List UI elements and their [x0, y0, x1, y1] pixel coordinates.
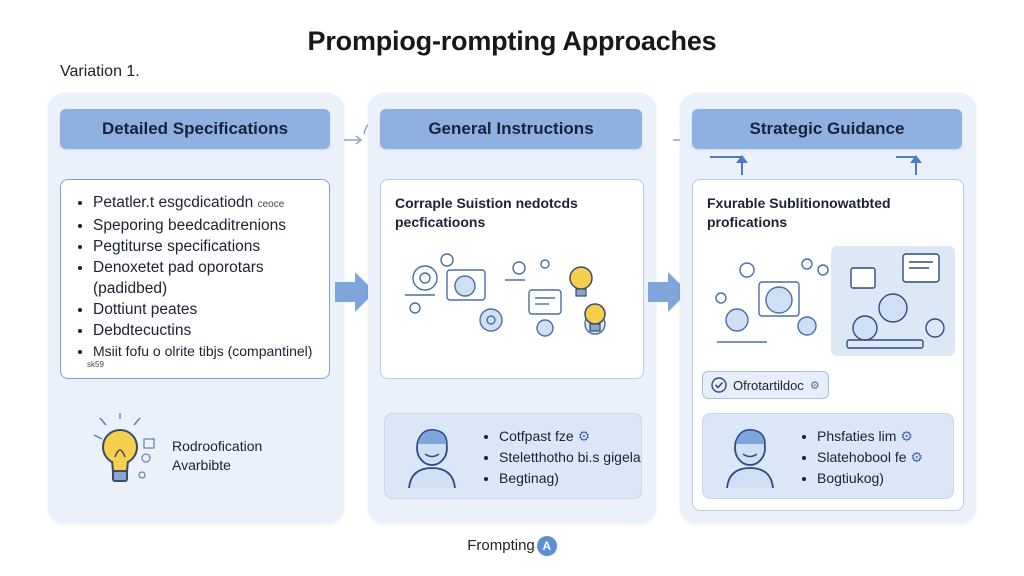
instructions-card: Corraple Suistion nedotcds pecficatioons — [380, 179, 644, 379]
profile-screen-icon — [846, 253, 945, 349]
column-strategic-guidance: Strategic Guidance Fxurable Sublitionowa… — [680, 93, 976, 523]
instructions-illustration — [405, 253, 606, 337]
lightbulb-icon — [93, 413, 155, 482]
arrow-right-icon — [335, 272, 375, 312]
card-text: Corraple Suistion nedotcds pecficatioons — [395, 195, 578, 230]
footer-text: Frompting — [467, 536, 535, 554]
list-item: Denoxetet pad oporotars (padidbed) — [93, 257, 303, 299]
list-item: Debdtecuctins — [93, 320, 312, 341]
card-text: Fxurable Sublitionowatbted profications — [707, 195, 891, 230]
specifications-card: Petatler.t esgcdicatiodn ceoce Speporing… — [60, 179, 330, 379]
list-item: Cotfpast fze ⚙ — [499, 426, 641, 447]
variation-label: Variation 1. — [60, 63, 140, 80]
guidance-illustration — [715, 258, 829, 343]
arrow-right-icon — [648, 272, 688, 312]
person-avatar-icon — [408, 429, 456, 488]
page-title: Prompiog-rompting Approaches — [307, 26, 717, 56]
specifications-list: Petatler.t esgcdicatiodn ceoce Speporing… — [77, 192, 312, 362]
person-avatar-icon — [726, 429, 774, 488]
list-item: Begtinag) — [499, 468, 641, 489]
list-item: Phsfaties lim ⚙ — [817, 426, 923, 447]
person-card: Phsfaties lim ⚙ Slatehobool fe ⚙ Bogtiuk… — [702, 413, 954, 499]
list-item: Dottiunt peates — [93, 299, 312, 320]
arrow-up-icon — [710, 155, 748, 175]
list-item: Msiit fofu o olrite tibjs (compantinel) — [93, 341, 312, 362]
column-header: General Instructions — [380, 109, 642, 149]
person-list: Phsfaties lim ⚙ Slatehobool fe ⚙ Bogtiuk… — [803, 426, 923, 489]
column-detailed-specifications: Detailed Specifications Petatler.t esgcd… — [48, 93, 344, 523]
check-shield-icon — [711, 377, 727, 393]
bulb-label: Rodroofication Avarbibte — [172, 438, 263, 473]
column-header: Strategic Guidance — [692, 109, 962, 149]
list-item: Speporing beedcaditrenions — [93, 215, 312, 236]
list-item: Pegtiturse specifications — [93, 236, 312, 257]
list-item: Bogtiukog) — [817, 468, 923, 489]
footer-badge: A — [536, 536, 557, 556]
person-list: Cotfpast fze ⚙ Steletthotho bi.s gigela … — [485, 426, 641, 489]
list-item: Steletthotho bi.s gigela — [499, 447, 641, 468]
person-card: Cotfpast fze ⚙ Steletthotho bi.s gigela … — [384, 413, 642, 499]
illustration-panel — [831, 246, 955, 356]
column-header: Detailed Specifications — [60, 109, 330, 149]
column-general-instructions: General Instructions Corraple Suistion n… — [368, 93, 656, 523]
arrow-up-icon — [896, 155, 922, 175]
footnote: sk59 — [87, 360, 104, 369]
badge-label: Ofrotartildoc — [733, 377, 804, 393]
list-item: Slatehobool fe ⚙ — [817, 447, 923, 468]
status-badge: Ofrotartildoc ⚙ — [702, 371, 829, 399]
list-item: Petatler.t esgcdicatiodn ceoce — [93, 192, 312, 215]
